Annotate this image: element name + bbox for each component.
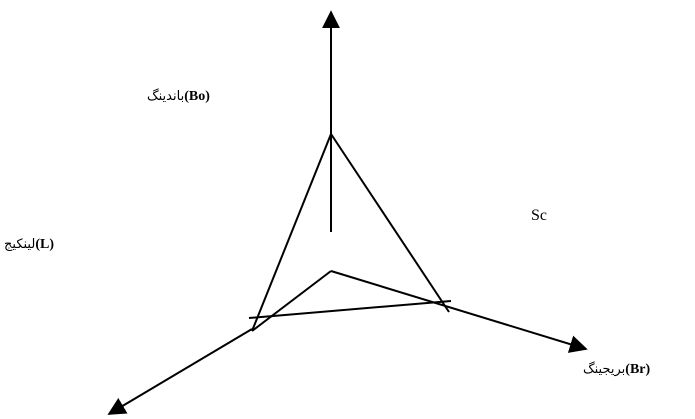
edge-apex-right: [330, 133, 450, 313]
linking-axis: [107, 328, 253, 415]
bonding-label-en: (Bo): [184, 89, 210, 104]
bridging-label-en: (Br): [625, 362, 651, 377]
bonding-label: باندینگ(Bo): [147, 89, 210, 104]
edge-apex-left: [251, 133, 332, 332]
linking-label-fa: لینکیج: [4, 237, 36, 252]
bridging-axis: [330, 270, 588, 353]
bridging-label-fa: بریجینگ: [583, 362, 626, 377]
linking-label: لینکیج(L): [4, 237, 54, 252]
sc-label: Sc: [531, 207, 547, 224]
bridging-label: بریجینگ(Br): [583, 362, 650, 377]
bonding-label-fa: باندینگ: [147, 89, 185, 104]
linking-label-en: (L): [35, 237, 54, 252]
edge-base-left: [251, 270, 332, 332]
edge-base-front: [248, 300, 452, 319]
